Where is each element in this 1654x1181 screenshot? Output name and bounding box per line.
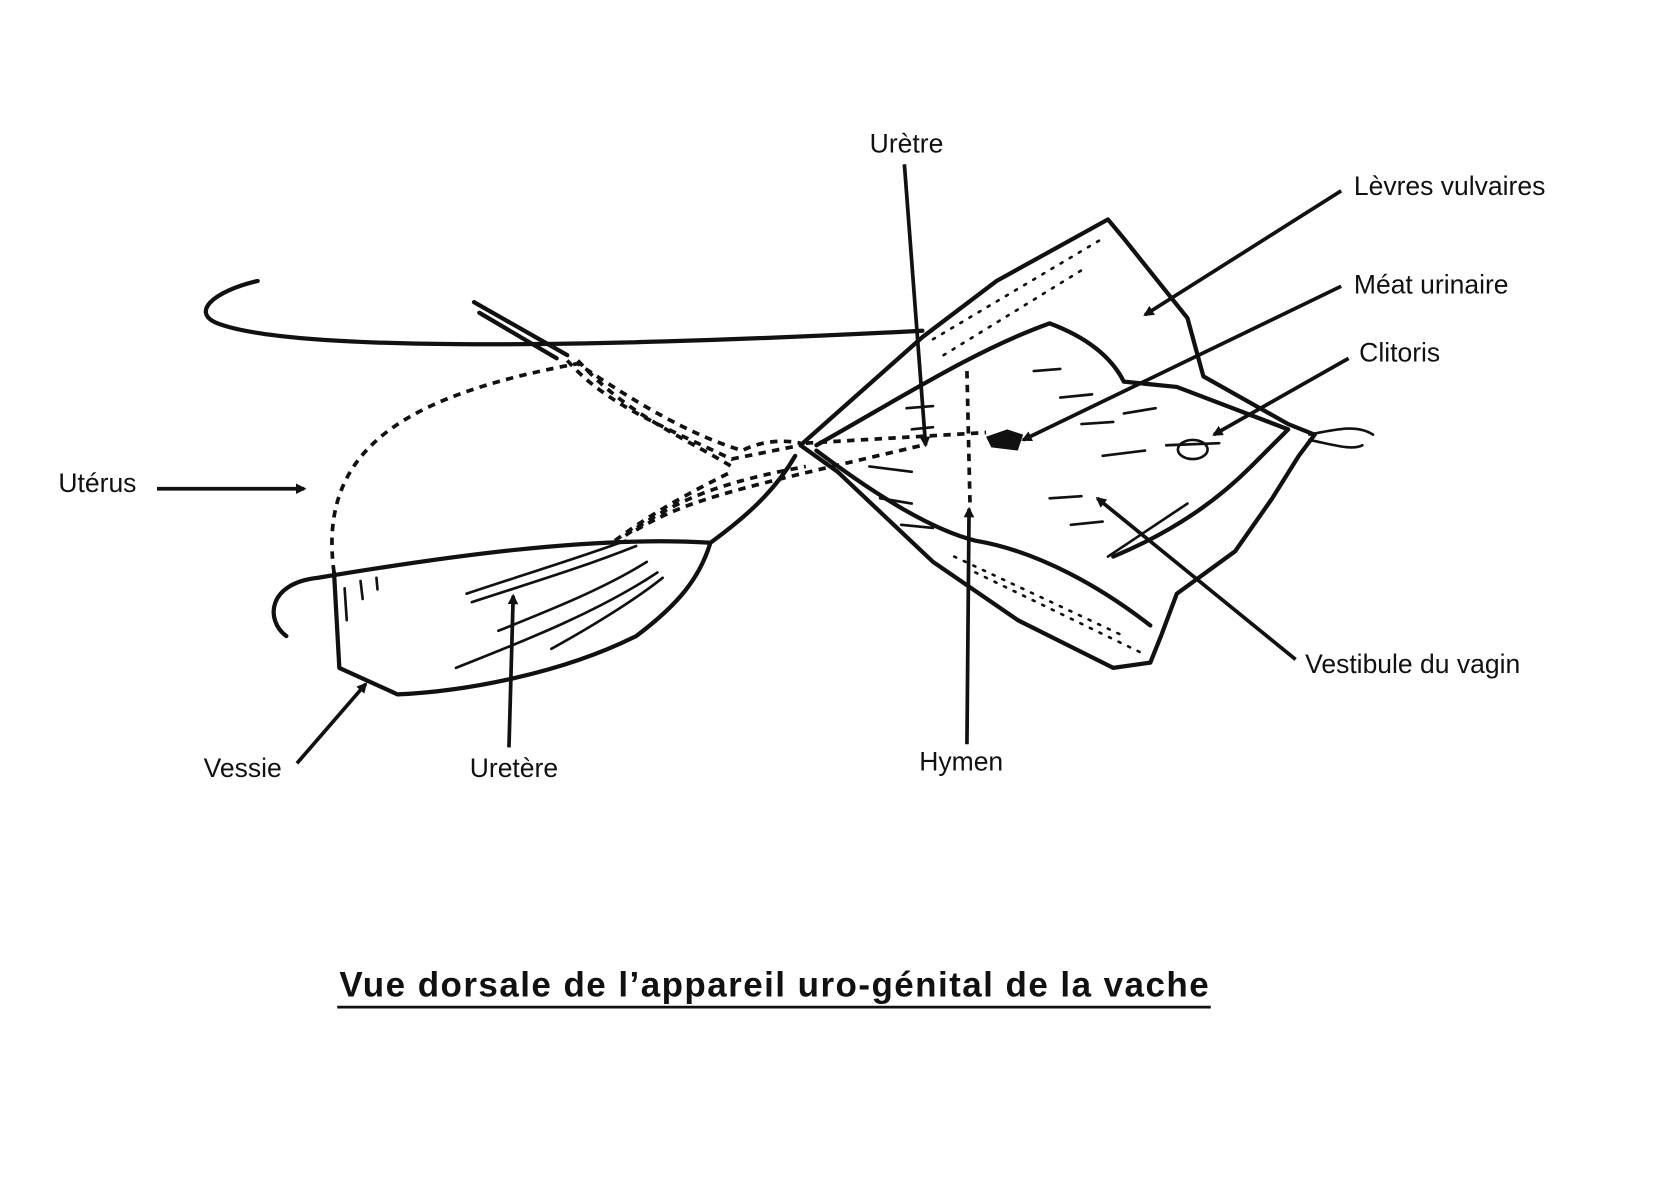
labia-stippling <box>931 237 1142 654</box>
label-uretere: Uretère <box>470 753 558 783</box>
label-uterus: Utérus <box>58 468 136 498</box>
ureter <box>343 539 665 670</box>
arrow-clitoris <box>1212 356 1350 437</box>
upper-uterine-horn <box>203 278 925 347</box>
vulva-inner <box>814 321 1291 628</box>
uterus-inner-lines <box>565 359 987 543</box>
arrow-vestibule <box>1095 496 1297 661</box>
drawing <box>203 217 1375 697</box>
urinary-meatus-mark <box>986 429 1024 451</box>
bladder <box>331 453 798 697</box>
label-clitoris: Clitoris <box>1359 338 1440 368</box>
arrows <box>156 164 1350 765</box>
arrow-hymen <box>963 506 975 745</box>
label-vestibule: Vestibule du vagin <box>1305 649 1520 679</box>
arrow-levres <box>1143 189 1343 317</box>
label-meat-urinaire: Méat urinaire <box>1354 270 1509 300</box>
arrow-uretere <box>507 593 519 748</box>
hymen-line <box>965 371 972 509</box>
arrow-vessie <box>295 682 368 765</box>
label-levres-vulvaires: Lèvres vulvaires <box>1354 171 1545 201</box>
uterus-outline <box>330 361 801 573</box>
vulva-outline <box>798 217 1317 671</box>
lower-uterine-horn <box>271 539 713 639</box>
label-hymen: Hymen <box>919 747 1003 777</box>
tail-fringe <box>1308 427 1375 449</box>
arrow-uretre <box>902 164 931 448</box>
label-vessie: Vessie <box>204 753 282 783</box>
diagram-title: Vue dorsale de l’appareil uro-génital de… <box>339 966 1208 1005</box>
clitoris-mark <box>1176 438 1209 461</box>
vestibule-hatching <box>868 367 1221 558</box>
label-uretre: Urètre <box>870 129 944 159</box>
arrow-meat <box>1021 284 1342 442</box>
oviduct-upper <box>471 300 570 361</box>
